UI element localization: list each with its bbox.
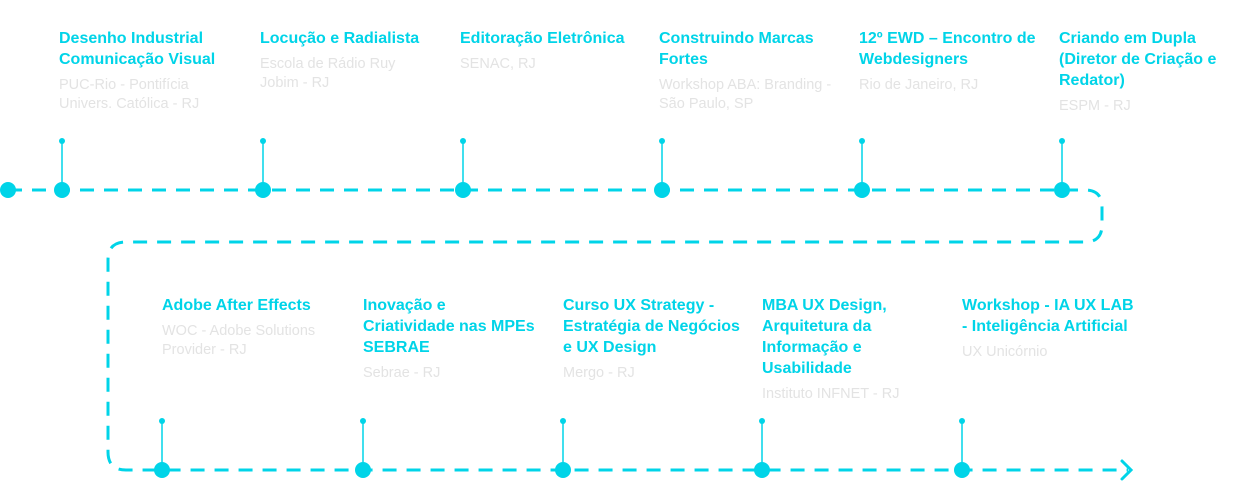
milestone-dot: [255, 182, 271, 198]
timeline-marker: [754, 418, 770, 478]
timeline-marker: [54, 138, 70, 198]
timeline-marker: [1054, 138, 1070, 198]
milestone-dot: [555, 462, 571, 478]
milestone-dot: [754, 462, 770, 478]
milestone-dot: [654, 182, 670, 198]
milestone-institution: Escola de Rádio Ruy Jobim - RJ: [260, 56, 396, 91]
milestone-institution: SENAC, RJ: [460, 56, 536, 72]
milestone-title: Editoração Eletrônica: [460, 30, 625, 47]
milestone-item: Criando em Dupla (Diretor de Criação e R…: [1059, 28, 1233, 116]
milestone-item: MBA UX Design, Arquitetura da Informação…: [762, 295, 940, 404]
timeline-marker: [255, 138, 271, 198]
timeline-marker: [654, 138, 670, 198]
milestone-title: Inovação e Criatividade nas MPEs SEBRAE: [363, 297, 535, 356]
milestone-title: 12º EWD – Encontro de Webdesigners: [859, 30, 1036, 68]
timeline-marker: [954, 418, 970, 478]
milestone-dot: [355, 462, 371, 478]
arrow-head-icon: [1120, 459, 1134, 481]
milestone-item: Inovação e Criatividade nas MPEs SEBRAE S…: [363, 295, 541, 383]
milestone-institution: Rio de Janeiro, RJ: [859, 77, 979, 93]
milestone-institution: PUC-Rio - Pontifícia Univers. Católica -…: [59, 77, 200, 112]
milestone-dot: [954, 462, 970, 478]
milestone-title: Curso UX Strategy - Estratégia de Negóci…: [563, 297, 740, 356]
milestone-title: Desenho Industrial Comunicação Visual: [59, 30, 216, 68]
milestone-dot: [854, 182, 870, 198]
milestone-institution: UX Unicórnio: [962, 344, 1048, 360]
milestone-dot: [455, 182, 471, 198]
timeline-marker: [555, 418, 571, 478]
milestone-title: Workshop - IA UX LAB - Inteligência Arti…: [962, 297, 1134, 335]
milestone-title: MBA UX Design, Arquitetura da Informação…: [762, 297, 887, 377]
milestone-dot: [54, 182, 70, 198]
milestone-title: Construindo Marcas Fortes: [659, 30, 814, 68]
milestone-institution: Mergo - RJ: [563, 365, 635, 381]
milestone-title: Locução e Radialista: [260, 30, 420, 47]
milestone-institution: ESPM - RJ: [1059, 98, 1131, 114]
milestone-institution: Instituto INFNET - RJ: [762, 386, 900, 402]
milestone-item: Curso UX Strategy - Estratégia de Negóci…: [563, 295, 741, 383]
milestone-dot: [1054, 182, 1070, 198]
milestone-institution: Sebrae - RJ: [363, 365, 441, 381]
start-dot: [0, 182, 16, 198]
milestone-dot: [154, 462, 170, 478]
milestone-title: Criando em Dupla (Diretor de Criação e R…: [1059, 30, 1217, 89]
timeline-marker: [455, 138, 471, 198]
timeline-marker: [355, 418, 371, 478]
milestone-institution: Workshop ABA: Branding - São Paulo, SP: [659, 77, 832, 112]
milestone-title: Adobe After Effects: [162, 297, 311, 314]
milestone-institution: WOC - Adobe Solutions Provider - RJ: [162, 323, 316, 358]
timeline-marker: [154, 418, 170, 478]
timeline-marker: [854, 138, 870, 198]
milestone-item: Workshop - IA UX LAB - Inteligência Arti…: [962, 295, 1140, 362]
